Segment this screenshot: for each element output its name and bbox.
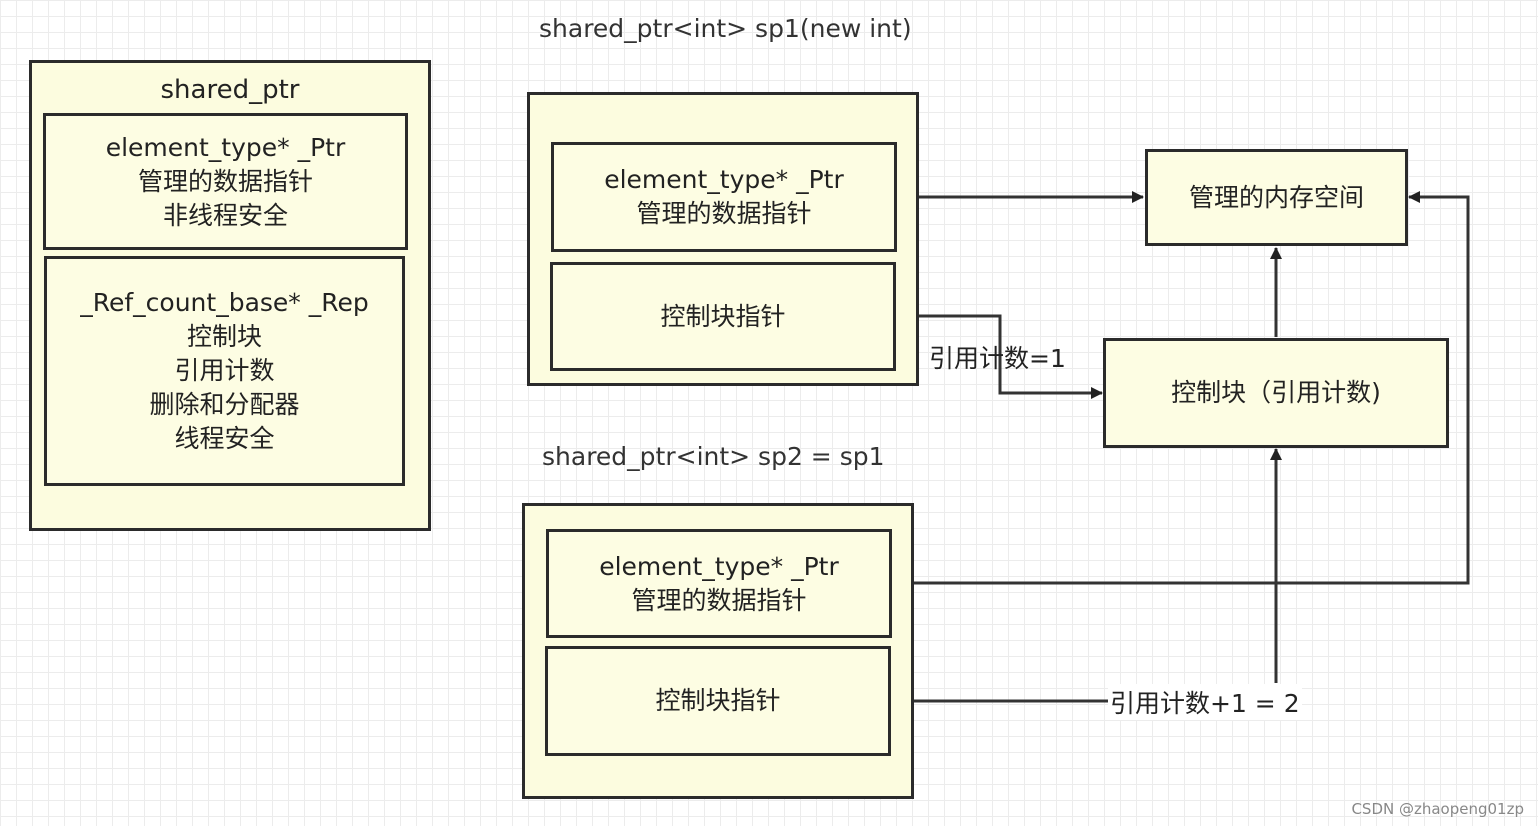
sp2-ctrl-label: 控制块指针 <box>655 686 781 715</box>
sp2-ptr-line: 管理的数据指针 <box>631 585 807 615</box>
rep-member-line: 线程安全 <box>174 424 275 453</box>
ptr-member-line: 管理的数据指针 <box>137 166 313 196</box>
control-block-box: 控制块（引用计数) <box>1103 338 1449 448</box>
ptr-member-box: element_type* _Ptr 管理的数据指针 非线程安全 <box>43 113 408 250</box>
refcount-2-label: 引用计数+1 = 2 <box>1108 684 1302 720</box>
watermark: CSDN @zhaopeng01zp <box>1351 800 1524 818</box>
edge-sp2-ptr-to-memory <box>890 191 1470 585</box>
edge-sp1-ctrl-to-control-block <box>896 314 1103 399</box>
sp1-ptr-box: element_type* _Ptr 管理的数据指针 <box>551 142 897 252</box>
refcount-1-label: 引用计数=1 <box>929 344 1066 373</box>
rep-member-line: 控制块 <box>186 322 262 351</box>
sp2-ctrl-box: 控制块指针 <box>545 646 891 756</box>
ptr-member-line: element_type* _Ptr <box>105 132 346 162</box>
managed-memory-label: 管理的内存空间 <box>1188 182 1364 212</box>
control-block-label: 控制块（引用计数) <box>1171 378 1381 407</box>
sp1-caption: shared_ptr<int> sp1(new int) <box>539 14 912 43</box>
rep-member-line: _Ref_count_base* _Rep <box>80 288 369 317</box>
sp1-ctrl-box: 控制块指针 <box>550 262 896 371</box>
rep-member-line: 引用计数 <box>174 356 275 385</box>
sp2-ptr-box: element_type* _Ptr 管理的数据指针 <box>546 529 892 638</box>
shared-ptr-title: shared_ptr <box>160 75 300 105</box>
rep-member-line: 删除和分配器 <box>149 390 300 419</box>
ptr-member-line: 非线程安全 <box>162 200 288 230</box>
managed-memory-box: 管理的内存空间 <box>1145 149 1408 246</box>
sp2-ptr-line: element_type* _Ptr <box>599 551 839 581</box>
rep-member-box: _Ref_count_base* _Rep 控制块 引用计数 删除和分配器 线程… <box>44 256 405 486</box>
sp1-ptr-line: 管理的数据指针 <box>636 199 812 228</box>
sp1-ptr-line: element_type* _Ptr <box>604 165 844 194</box>
sp2-caption: shared_ptr<int> sp2 = sp1 <box>542 442 885 471</box>
sp1-ctrl-label: 控制块指针 <box>660 301 786 331</box>
